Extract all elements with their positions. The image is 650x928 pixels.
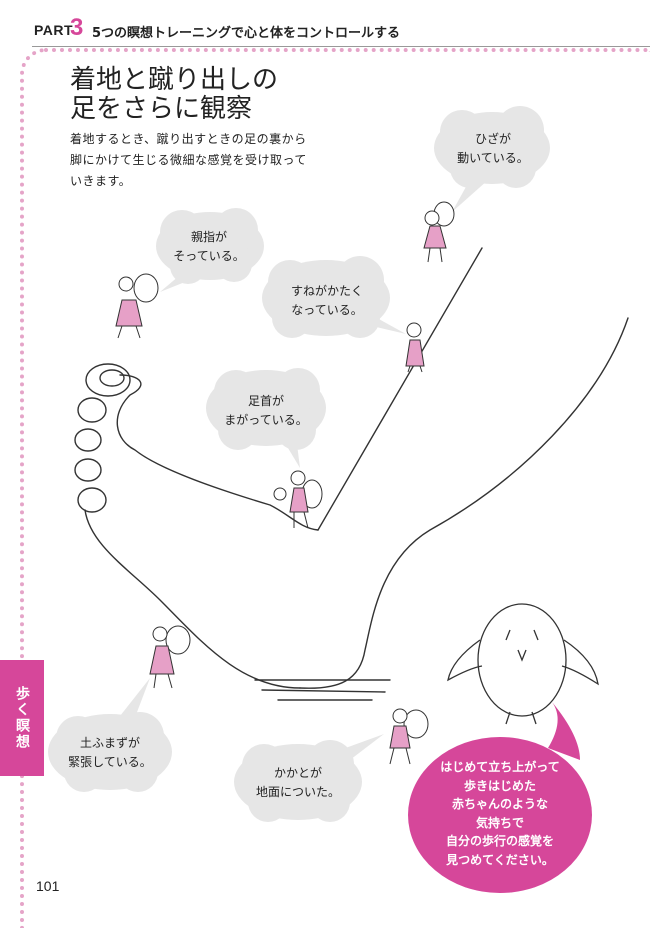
- bubble-heel: かかとが 地面についた。: [255, 766, 340, 799]
- fairy-ankle: [273, 470, 323, 529]
- header-rule: [32, 46, 650, 47]
- foot-drawing: [74, 247, 629, 701]
- cloud-knee: [434, 106, 550, 212]
- cloud-arch: [48, 678, 172, 792]
- fairy-arch: [149, 625, 191, 689]
- bubble-big-toe: 親指が そっている。: [173, 230, 245, 263]
- page-frame: [20, 48, 650, 928]
- bird-drawing: [447, 603, 599, 725]
- fairy-big-toe: [115, 273, 159, 339]
- page-number: 101: [36, 878, 60, 894]
- fairy-knee: [423, 201, 455, 263]
- page-title: 着地と蹴り出しの 足をさらに観察: [70, 65, 279, 124]
- cloud-ankle: [206, 368, 326, 468]
- message-bubble: [408, 702, 592, 893]
- fairy-heel: [389, 708, 429, 765]
- message-text: はじめて立ち上がって 歩きはじめた 赤ちゃんのような 気持ちで 自分の歩行の感覚…: [440, 760, 560, 867]
- cloud-heel: [234, 734, 384, 822]
- cloud-big-toe: [156, 208, 264, 292]
- part-number: 3: [70, 14, 84, 41]
- part-label: PART: [34, 22, 74, 38]
- bubble-shin: すねがかたく なっている。: [290, 284, 363, 317]
- bubble-ankle: 足首が まがっている。: [224, 394, 308, 427]
- bubble-knee: ひざが 動いている。: [457, 132, 529, 165]
- lead-text: 着地するとき、蹴り出すときの足の裏から脚にかけて生じる微細な感覚を受け取っていき…: [70, 132, 307, 188]
- fairy-shin: [405, 322, 425, 373]
- bubble-arch: 土ふまずが 緊張している。: [68, 736, 152, 769]
- cloud-shin: [262, 256, 406, 338]
- part-title: 5つの瞑想トレーニングで心と体をコントロールする: [92, 26, 401, 41]
- page-header: PART 3 5つの瞑想トレーニングで心と体をコントロールする: [34, 14, 650, 46]
- section-tab: 歩く瞑想: [0, 660, 44, 776]
